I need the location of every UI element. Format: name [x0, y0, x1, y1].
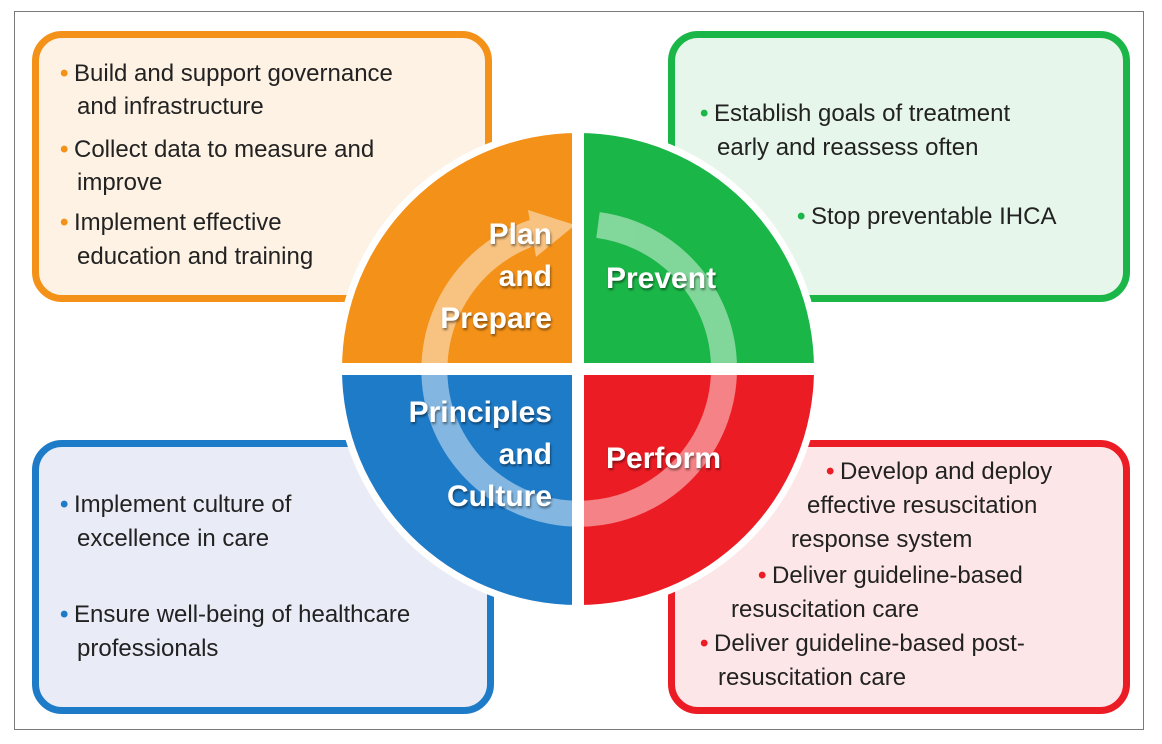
perform-item-1-cont-b: response system [791, 526, 973, 553]
bullet: • [60, 209, 69, 236]
bullet: • [700, 100, 709, 127]
item-text: Stop preventable IHCA [811, 203, 1057, 230]
bullet: • [758, 562, 767, 589]
item-text: Deliver guideline-based [772, 562, 1023, 589]
perform-item-2: •Deliver guideline-based [758, 559, 1023, 593]
bullet: • [700, 630, 709, 657]
item-text: Establish goals of treatment [714, 100, 1011, 127]
plan-item-2: •Collect data to measure and [60, 133, 374, 167]
perform-item-1: •Develop and deploy [826, 455, 1052, 489]
item-text: Implement effective [74, 209, 282, 236]
perform-label: Perform [606, 442, 722, 475]
plan-item-3: •Implement effective [60, 206, 282, 240]
plan-prepare-label: Plan and Prepare [440, 218, 552, 335]
perform-item-3: •Deliver guideline-based post- [700, 627, 1025, 661]
plan-item-2-cont: improve [77, 169, 163, 196]
plan-item-3-cont: education and training [77, 243, 314, 270]
plan-item-1: •Build and support governance [60, 57, 393, 91]
item-text: Collect data to measure and [74, 136, 375, 163]
principles-item-2: •Ensure well-being of healthcare [60, 598, 410, 632]
prevent-label: Prevent [606, 262, 717, 295]
prevent-item-2: •Stop preventable IHCA [797, 200, 1056, 234]
item-text: Deliver guideline-based post- [714, 630, 1025, 657]
principles-item-1: •Implement culture of [60, 488, 291, 522]
plan-item-1-cont: and infrastructure [77, 93, 264, 120]
bullet: • [60, 601, 69, 628]
item-text: Ensure well-being of healthcare [74, 601, 411, 628]
prevent-box [668, 31, 1130, 302]
principles-item-1-cont: excellence in care [77, 525, 270, 552]
bullet: • [797, 203, 806, 230]
perform-item-2-cont: resuscitation care [731, 596, 920, 623]
item-text: Build and support governance [74, 60, 393, 87]
perform-item-1-cont-a: effective resuscitation [807, 492, 1038, 519]
bullet: • [60, 491, 69, 518]
item-text: Develop and deploy [840, 458, 1053, 485]
prevent-item-1: •Establish goals of treatment [700, 97, 1010, 131]
bullet: • [60, 60, 69, 87]
prevent-item-1-cont: early and reassess often [717, 134, 979, 161]
item-text: Implement culture of [74, 491, 292, 518]
principles-culture-label: Principles and Culture [408, 396, 552, 513]
bullet: • [826, 458, 835, 485]
perform-item-3-cont: resuscitation care [718, 664, 907, 691]
principles-item-2-cont: professionals [77, 635, 219, 662]
bullet: • [60, 136, 69, 163]
